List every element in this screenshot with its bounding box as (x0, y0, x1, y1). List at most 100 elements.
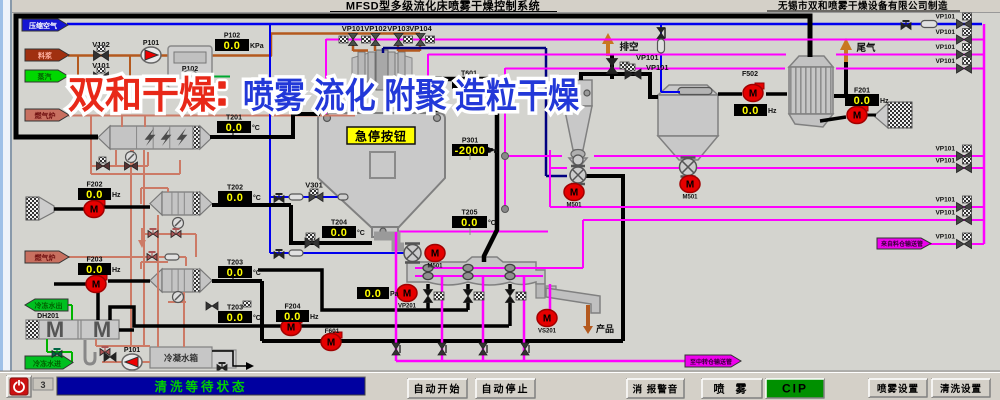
svg-text:F202: F202 (87, 182, 103, 189)
svg-text:M: M (90, 205, 98, 216)
svg-text:清洗等待状态: 清洗等待状态 (154, 379, 247, 394)
svg-text:VP101: VP101 (646, 63, 669, 72)
svg-text:0.0: 0.0 (227, 192, 244, 204)
svg-text:VP104: VP104 (409, 24, 432, 33)
svg-text:T201: T201 (226, 115, 242, 122)
svg-text:F203: F203 (87, 257, 103, 264)
svg-text:°C: °C (357, 229, 365, 237)
svg-text:T204: T204 (331, 220, 347, 227)
svg-text:VP101: VP101 (935, 44, 955, 51)
svg-text:MFSD型多级流化床喷雾干燥控制系统: MFSD型多级流化床喷雾干燥控制系统 (346, 0, 540, 13)
svg-text:M: M (853, 111, 861, 122)
svg-text:M: M (46, 317, 64, 342)
svg-text:M: M (327, 338, 335, 349)
svg-text:急停按钮: 急停按钮 (355, 129, 407, 144)
svg-text:VP103: VP103 (387, 24, 410, 33)
svg-text:M: M (93, 317, 111, 342)
svg-text:0.0: 0.0 (365, 288, 382, 300)
svg-text:F601: F601 (325, 328, 340, 335)
svg-text:无锡市双和喷雾干燥设备有限公司制造: 无锡市双和喷雾干燥设备有限公司制造 (777, 0, 948, 12)
svg-text:Hz: Hz (112, 192, 121, 199)
svg-text:M: M (749, 89, 757, 100)
svg-text:M: M (431, 249, 439, 260)
svg-text:M501: M501 (566, 203, 582, 209)
svg-text:Hz: Hz (880, 98, 889, 105)
svg-text:VP101: VP101 (935, 58, 955, 65)
svg-text:Pa: Pa (390, 291, 399, 298)
svg-text:T601: T601 (461, 71, 477, 78)
svg-text:料浆: 料浆 (38, 51, 53, 60)
svg-text:0.0: 0.0 (226, 122, 243, 134)
svg-text:产品: 产品 (596, 323, 614, 334)
svg-text:V301: V301 (305, 181, 323, 190)
svg-text:0.0: 0.0 (227, 312, 244, 324)
svg-text:0.0: 0.0 (461, 217, 478, 229)
svg-text:排空: 排空 (619, 41, 639, 53)
svg-text:3: 3 (40, 380, 45, 390)
svg-text:双和干燥: 双和干燥 (68, 75, 217, 117)
svg-text:VP201: VP201 (398, 304, 417, 310)
svg-text:VP101: VP101 (935, 14, 955, 21)
svg-text:清洗设置: 清洗设置 (940, 383, 982, 395)
svg-text:冷冻水进: 冷冻水进 (33, 359, 61, 368)
svg-text:自动开始: 自动开始 (414, 383, 462, 396)
svg-text:P101: P101 (124, 347, 140, 354)
svg-text:0.0: 0.0 (284, 311, 301, 323)
svg-text:至中转仓输送管: 至中转仓输送管 (690, 358, 732, 366)
svg-text:尾气: 尾气 (855, 42, 876, 54)
svg-text:M: M (543, 314, 551, 325)
svg-text:°C: °C (488, 219, 496, 227)
svg-text:T205: T205 (462, 210, 478, 217)
svg-text:冷凝水箱: 冷凝水箱 (164, 353, 199, 363)
svg-text:VP101: VP101 (935, 158, 955, 165)
svg-text:F502: F502 (742, 71, 758, 78)
svg-text:Hz: Hz (310, 314, 319, 321)
svg-text:KPa: KPa (250, 43, 264, 50)
svg-text:0.0: 0.0 (854, 95, 871, 107)
svg-text:Pa: Pa (489, 148, 498, 155)
svg-text:T202: T202 (227, 185, 243, 192)
svg-text:消 报警音: 消 报警音 (633, 384, 679, 396)
svg-text:VP101: VP101 (935, 146, 955, 153)
svg-text:VP101: VP101 (935, 29, 955, 36)
svg-text:压缩空气: 压缩空气 (29, 21, 57, 30)
svg-text:燃气炉: 燃气炉 (34, 253, 56, 262)
svg-text:自动停止: 自动停止 (482, 383, 530, 396)
svg-text:VP102: VP102 (364, 24, 387, 33)
svg-text:M: M (287, 323, 295, 334)
svg-text:°C: °C (253, 194, 261, 202)
svg-text:0.0: 0.0 (742, 105, 759, 117)
svg-text:DH201: DH201 (37, 313, 59, 320)
svg-text:喷 雾: 喷 雾 (713, 382, 750, 396)
svg-text:VP101: VP101 (935, 210, 955, 217)
svg-text:M: M (403, 289, 411, 300)
svg-text:°C: °C (487, 80, 495, 88)
svg-text:°C: °C (252, 124, 260, 132)
svg-text:VP101: VP101 (342, 24, 365, 33)
svg-text:0.0: 0.0 (331, 227, 348, 239)
svg-text:VP101: VP101 (935, 197, 955, 204)
svg-text:喷雾 流化 附聚 造粒干燥: 喷雾 流化 附聚 造粒干燥 (243, 77, 580, 116)
svg-text:°C: °C (253, 269, 261, 277)
svg-text:CIP: CIP (782, 382, 808, 396)
svg-text:0.0: 0.0 (461, 78, 478, 90)
svg-text:Hz: Hz (768, 108, 777, 115)
svg-text:0.0: 0.0 (227, 267, 244, 279)
svg-text:M: M (92, 280, 100, 291)
svg-text:P101: P101 (143, 40, 159, 47)
svg-text:M: M (570, 188, 578, 199)
svg-text:F201: F201 (854, 88, 870, 95)
svg-text:0.0: 0.0 (224, 40, 241, 52)
svg-text:°C: °C (253, 314, 261, 322)
svg-text:VS201: VS201 (538, 329, 557, 335)
svg-text:F204: F204 (285, 304, 301, 311)
svg-text:V102: V102 (92, 40, 110, 49)
svg-text:M501: M501 (427, 264, 443, 270)
svg-text:M: M (686, 180, 694, 191)
svg-text:VP101: VP101 (935, 234, 955, 241)
svg-text:Hz: Hz (112, 267, 121, 274)
svg-text:蒸汽: 蒸汽 (38, 72, 52, 81)
svg-text:0.0: 0.0 (86, 264, 103, 276)
svg-text:燃气炉: 燃气炉 (34, 111, 56, 120)
svg-text:T203: T203 (227, 305, 243, 312)
